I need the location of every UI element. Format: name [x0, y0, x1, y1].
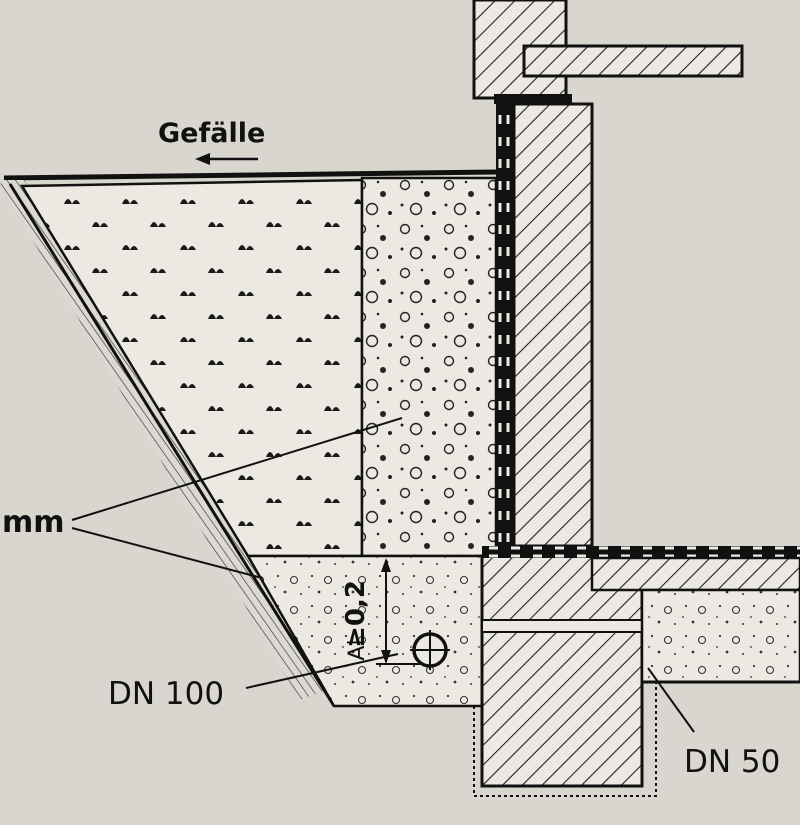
foundation-ground-edge [473, 682, 657, 797]
leader-line-lower [71, 527, 263, 579]
ground-line [3, 169, 497, 181]
footing-joint [481, 619, 643, 633]
basement-wall [512, 102, 594, 548]
basement-floor-slab [590, 556, 800, 592]
excavation-edge [0, 180, 326, 700]
leader-line-dn50 [647, 667, 695, 733]
gravel-drainage-layer [360, 176, 498, 558]
leader-line-dn100 [245, 653, 399, 689]
floor-subbase [640, 588, 800, 684]
slope-label: Gefälle [158, 118, 265, 149]
drain-pipe-dn100 [410, 630, 450, 670]
floor-membrane [482, 546, 800, 558]
leader-line-upper [71, 417, 403, 521]
slab-bearing-strip [494, 94, 572, 104]
floor-slab-upper [522, 44, 744, 78]
slope-arrow [195, 153, 258, 165]
pipe-dn100-label: DN 100 [108, 676, 224, 712]
pipe-dn50-label: DN 50 [684, 744, 780, 780]
excavation-line [8, 183, 336, 707]
dimension-label: ≥0,2 [341, 580, 371, 648]
dimension-sub-label: Al [345, 639, 370, 660]
wall-sealing-membrane [496, 104, 514, 556]
material-label: mm [2, 505, 65, 540]
foundation-footing [480, 554, 644, 788]
